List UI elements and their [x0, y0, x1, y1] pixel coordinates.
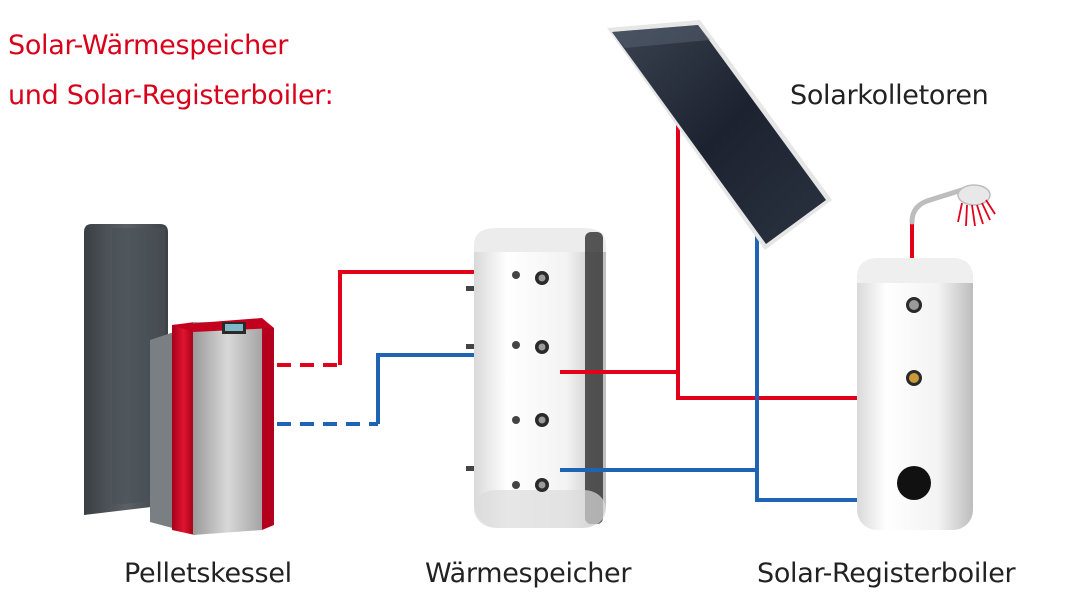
- pipe-boiler-return: [277, 353, 490, 426]
- pipe-boiler-supply: [277, 270, 490, 367]
- pellet-boiler-icon: [84, 224, 274, 535]
- pipe-solar-hot: [560, 125, 858, 400]
- solar-panel-icon: [607, 20, 832, 250]
- register-boiler-icon: [857, 258, 973, 530]
- label-registerboiler: Solar-Registerboiler: [757, 558, 1016, 589]
- title-line-2: und Solar-Registerboiler:: [8, 80, 334, 111]
- title-line-1: Solar-Wärmespeicher: [8, 30, 289, 61]
- label-waermespeicher: Wärmespeicher: [425, 558, 632, 589]
- label-solarkollektoren: Solarkolletoren: [790, 80, 989, 111]
- shower-head-icon: [909, 184, 996, 227]
- pipe-solar-cold: [560, 210, 858, 502]
- storage-tank-icon: [466, 228, 606, 528]
- label-pelletkessel: Pelletskessel: [124, 558, 292, 589]
